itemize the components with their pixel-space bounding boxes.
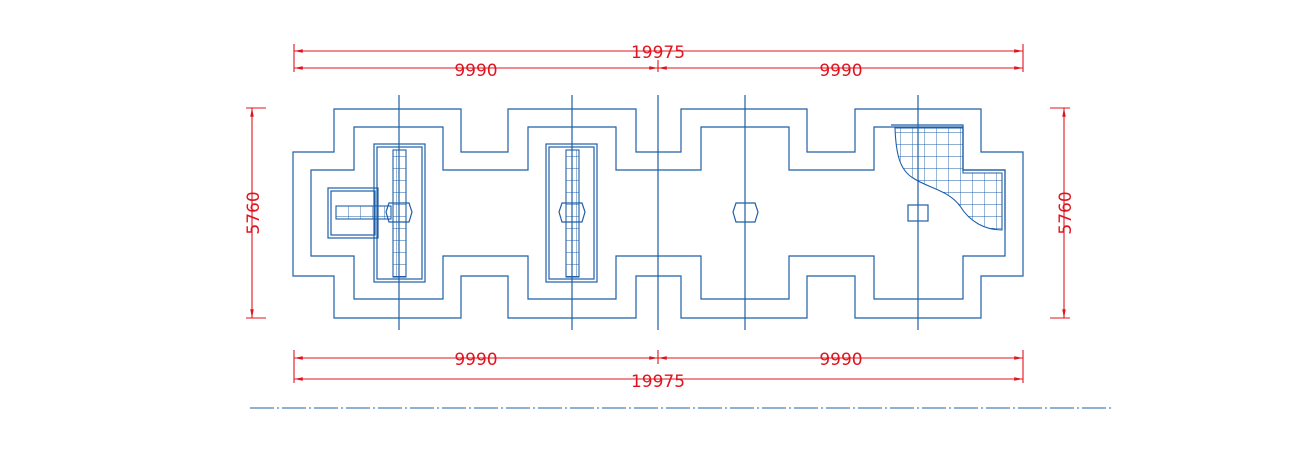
module-4-hatch-area [894,127,1003,231]
right-height-dimension-label: 5760 [1056,191,1076,234]
module-3-hub [732,202,759,223]
module-3-assembly [732,202,759,223]
module-1-hub [385,202,413,223]
top-left-dimension-label: 9990 [454,61,497,81]
left-height-dimension-label: 5760 [244,191,264,234]
module-4-assembly [891,124,1006,231]
bottom-left-dimension-label: 9990 [454,350,497,370]
left-height-dimension: 5760 [244,107,266,319]
plan-outline-outer [292,108,1024,319]
axis-lines [398,95,919,330]
top-right-dimension-label: 9990 [819,61,862,81]
module-4-hub [907,204,929,222]
module-2-vertical-grid [565,149,580,278]
right-height-dimension: 5760 [1050,107,1076,319]
bottom-dimension-chain: 9990 9990 19975 [293,350,1024,392]
plan-outline-middle [310,126,1006,300]
bottom-total-dimension-label: 19975 [631,372,685,392]
module-1-horizontal-grid [335,205,392,220]
module-1-assembly [327,143,426,283]
module-2-hub [558,202,586,223]
top-dimension-chain: 19975 9990 9990 [293,43,1024,81]
module-1-vertical-grid [392,149,407,278]
top-total-dimension-label: 19975 [631,43,685,63]
bottom-right-dimension-label: 9990 [819,350,862,370]
module-2-assembly [545,143,598,283]
